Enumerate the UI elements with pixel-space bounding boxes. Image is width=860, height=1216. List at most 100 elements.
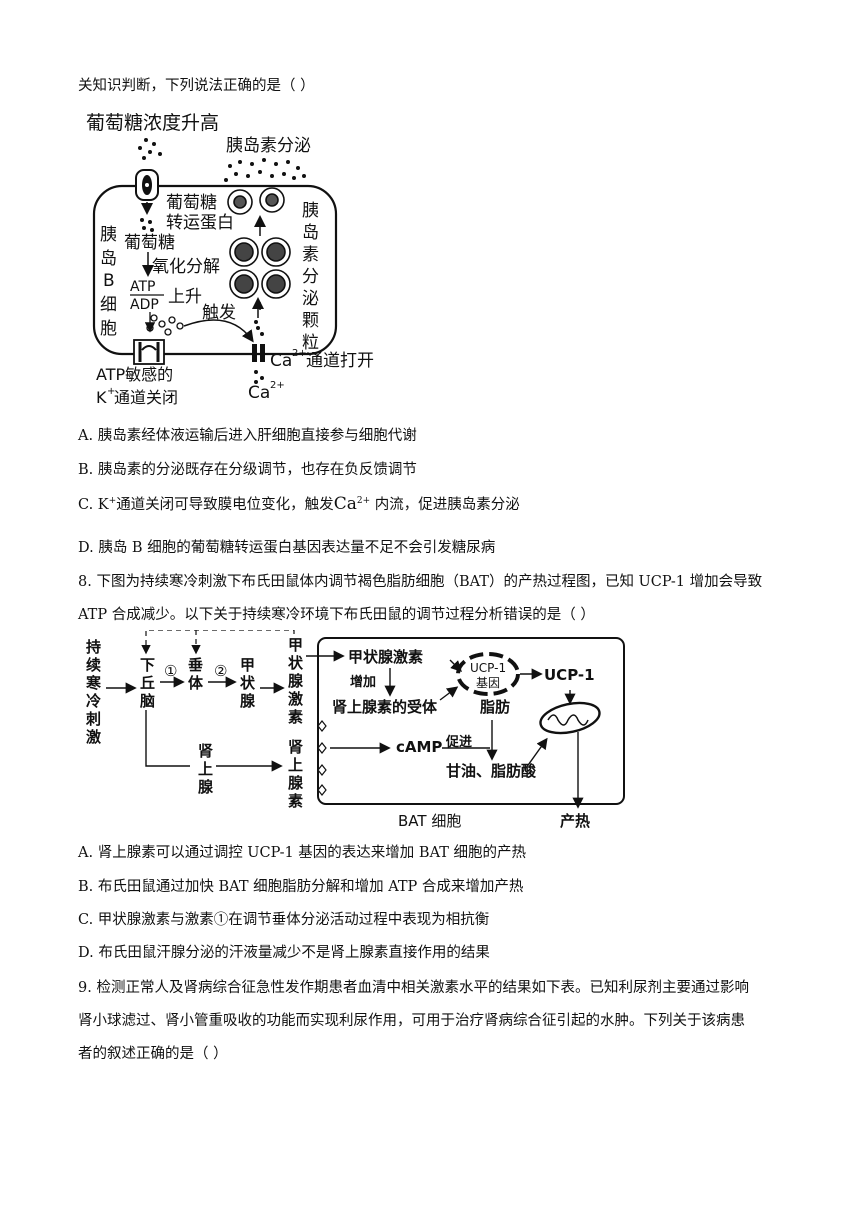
svg-text:脂肪: 脂肪: [480, 698, 510, 716]
q8-stem-line1: 8. 下图为持续寒冷刺激下布氏田鼠体内调节褐色脂肪细胞（BAT）的产热过程图，已…: [78, 574, 763, 590]
svg-text:UCP-1: UCP-1: [470, 661, 506, 675]
svg-text:上: 上: [288, 756, 303, 774]
svg-text:转运蛋白: 转运蛋白: [166, 213, 234, 233]
svg-text:+: +: [107, 386, 115, 397]
cell-membrane: [92, 184, 338, 356]
q9-stem-line2: 肾小球滤过、肾小管重吸收的功能而实现利尿作用，可用于治疗肾病综合征引起的水肿。下…: [78, 1013, 745, 1029]
q7-option-a[interactable]: A. 胰岛素经体液运输后进入肝细胞直接参与细胞代谢: [78, 428, 417, 444]
mitochondrion-icon: [539, 701, 601, 735]
svg-text:上: 上: [198, 760, 213, 778]
svg-text:肾上腺素的受体: 肾上腺素的受体: [332, 698, 438, 716]
svg-text:葡萄糖: 葡萄糖: [124, 233, 175, 253]
svg-text:素: 素: [288, 708, 303, 726]
svg-text:产热: 产热: [560, 812, 590, 830]
svg-text:甲: 甲: [240, 656, 255, 674]
svg-text:氧化分解: 氧化分解: [152, 257, 220, 277]
svg-text:BAT 细胞: BAT 细胞: [398, 812, 461, 830]
svg-text:激: 激: [288, 690, 304, 708]
q8-option-d[interactable]: D. 布氏田鼠汗腺分泌的汗液量减少不是肾上腺素直接作用的结果: [78, 945, 490, 961]
svg-text:素: 素: [288, 792, 303, 810]
svg-text:通道打开: 通道打开: [306, 351, 374, 371]
svg-text:①: ①: [164, 662, 177, 680]
svg-text:腺: 腺: [198, 778, 214, 796]
svg-text:通道关闭: 通道关闭: [114, 388, 178, 407]
insulin-dots: [224, 158, 306, 182]
svg-text:胞: 胞: [100, 319, 117, 339]
q9-stem-line1: 9. 检测正常人及肾病综合征急性发作期患者血清中相关激素水平的结果如下表。已知利…: [78, 980, 749, 996]
bat-regulation-diagram: 持 续 寒 冷 刺 激 下 丘 脑 垂 体 甲 状 腺 甲 状 腺 激 素 肾 …: [86, 630, 625, 830]
glucose-rise-label: 葡萄糖浓度升高: [86, 112, 219, 134]
svg-text:体: 体: [188, 674, 204, 692]
svg-text:肾: 肾: [198, 742, 213, 760]
svg-text:Ca: Ca: [248, 383, 270, 403]
svg-text:甲状腺激素: 甲状腺激素: [348, 648, 423, 666]
svg-text:胰: 胰: [302, 201, 319, 221]
q7-option-d[interactable]: D. 胰岛 B 细胞的葡萄糖转运蛋白基因表达量不足不会引发糖尿病: [78, 540, 496, 556]
bat-cell-box: [317, 637, 625, 805]
insulin-granules: [227, 187, 291, 299]
svg-text:B: B: [103, 271, 115, 291]
svg-text:触发: 触发: [202, 303, 236, 323]
svg-text:颗: 颗: [302, 311, 319, 331]
svg-text:UCP-1: UCP-1: [544, 666, 595, 684]
glucose-transporter-icon: [135, 169, 159, 201]
svg-text:垂: 垂: [188, 656, 203, 674]
svg-text:ATP: ATP: [130, 279, 155, 295]
svg-text:持: 持: [86, 638, 101, 656]
svg-text:葡萄糖: 葡萄糖: [166, 193, 217, 213]
svg-text:上升: 上升: [168, 287, 202, 307]
svg-text:素: 素: [302, 245, 319, 265]
svg-text:腺: 腺: [288, 672, 304, 690]
svg-text:腺: 腺: [288, 774, 304, 792]
granule-label-vertical: 胰 岛 素 分 泌 颗 粒: [302, 201, 319, 353]
svg-text:寒: 寒: [86, 674, 102, 692]
svg-text:K: K: [96, 388, 107, 407]
svg-text:2+: 2+: [270, 380, 285, 391]
svg-text:冷: 冷: [86, 692, 101, 710]
svg-text:分: 分: [302, 267, 319, 287]
q8-option-a[interactable]: A. 肾上腺素可以通过调控 UCP-1 基因的表达来增加 BAT 细胞的产热: [78, 845, 527, 861]
k-channel-icon: [133, 339, 165, 365]
q9-stem-line3: 者的叙述正确的是（ ）: [78, 1046, 228, 1062]
svg-text:cAMP: cAMP: [396, 738, 442, 756]
svg-text:岛: 岛: [100, 249, 117, 269]
svg-text:腺: 腺: [240, 692, 256, 710]
svg-text:状: 状: [288, 654, 304, 672]
q8-option-b[interactable]: B. 布氏田鼠通过加快 BAT 细胞脂肪分解和增加 ATP 合成来增加产热: [78, 879, 524, 895]
svg-text:促进: 促进: [445, 734, 472, 750]
svg-text:激: 激: [86, 728, 102, 746]
svg-text:肾: 肾: [288, 738, 303, 756]
q7-option-b[interactable]: B. 胰岛素的分泌既存在分级调节，也存在负反馈调节: [78, 462, 417, 478]
q8-stem-line2: ATP 合成减少。以下关于持续寒冷环境下布氏田鼠的调节过程分析错误的是（ ）: [78, 607, 595, 623]
svg-text:甘油、脂肪酸: 甘油、脂肪酸: [446, 762, 537, 780]
svg-text:增加: 增加: [350, 674, 376, 690]
svg-text:续: 续: [86, 656, 101, 674]
receptor-diamonds: [317, 720, 327, 796]
cell-label-vertical: 胰 岛 B 细 胞: [100, 225, 117, 339]
glucose-dots-outside: [138, 138, 162, 160]
svg-text:甲: 甲: [288, 636, 303, 654]
q7-intro: 关知识判断，下列说法正确的是（ ）: [78, 78, 315, 94]
svg-text:粒: 粒: [302, 333, 319, 353]
q8-option-c[interactable]: C. 甲状腺激素与激素①在调节垂体分泌活动过程中表现为相抗衡: [78, 912, 490, 928]
svg-text:泌: 泌: [302, 289, 319, 309]
svg-text:脑: 脑: [140, 692, 155, 710]
svg-text:下: 下: [140, 656, 155, 674]
svg-text:2+: 2+: [292, 348, 307, 359]
svg-text:ADP: ADP: [130, 297, 159, 313]
svg-text:岛: 岛: [302, 223, 319, 243]
atp-molecules: [146, 314, 184, 336]
svg-text:基因: 基因: [476, 676, 500, 690]
islet-b-cell-diagram: 葡萄糖浓度升高 胰岛素分泌 葡萄糖 转运蛋白 胰 岛 B 细 胞 葡萄糖 氧化分…: [86, 112, 374, 407]
svg-text:ATP敏感的: ATP敏感的: [96, 365, 173, 384]
ca-channel-icon: [252, 344, 265, 362]
insulin-secretion-label: 胰岛素分泌: [226, 136, 311, 156]
svg-text:状: 状: [240, 674, 256, 692]
svg-text:胰: 胰: [100, 225, 117, 245]
svg-text:丘: 丘: [140, 674, 155, 692]
svg-text:②: ②: [214, 662, 227, 680]
q7-option-c[interactable]: C. K+通道关闭可导致膜电位变化，触发Ca2+ 内流，促进胰岛素分泌: [78, 494, 520, 514]
svg-text:刺: 刺: [86, 710, 101, 728]
svg-text:细: 细: [100, 295, 117, 315]
svg-text:Ca: Ca: [270, 351, 292, 371]
